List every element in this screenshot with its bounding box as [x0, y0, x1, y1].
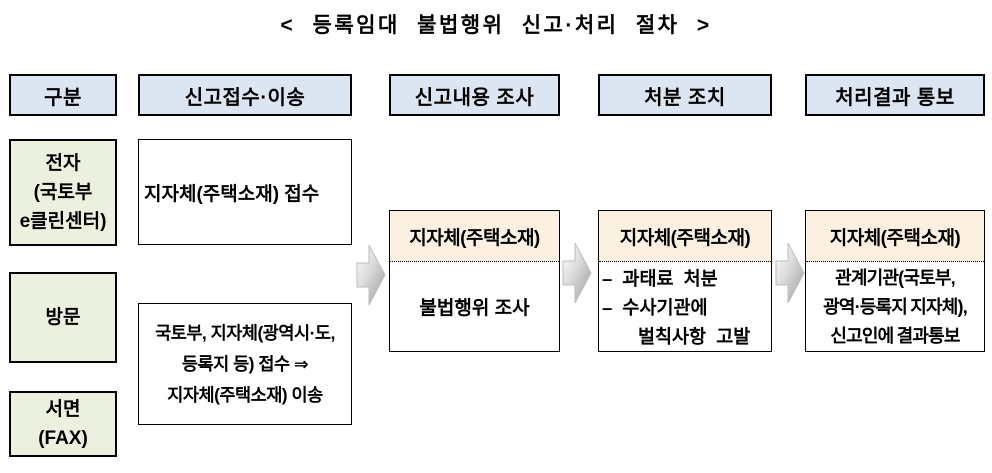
- agency-label: 지자체(주택소재): [619, 227, 751, 249]
- notification-agency: 지자체(주택소재): [806, 211, 984, 262]
- channel-line: (FAX): [38, 428, 88, 449]
- investigation-task: 불법행위 조사: [419, 298, 530, 319]
- disposition-box: 지자체(주택소재) – 과태료 처분 – 수사기관에 벌칙사항 고발: [598, 210, 772, 352]
- notification-box: 지자체(주택소재) 관계기관(국토부, 광역·등록지 지자체), 신고인에 결과…: [805, 210, 985, 352]
- notification-body: 관계기관(국토부, 광역·등록지 지자체), 신고인에 결과통보: [806, 262, 984, 353]
- column-header-label: 처리결과 통보: [835, 86, 955, 109]
- channel-electronic-box: 전자 (국토부 e클린센터): [9, 139, 117, 246]
- reception-transfer-line: 등록지 등) 접수 ⇒: [181, 353, 309, 374]
- disposition-body: – 과태료 처분 – 수사기관에 벌칙사항 고발: [599, 262, 771, 353]
- column-header-disposition: 처분 조치: [598, 74, 772, 116]
- flow-arrow-icon: [356, 242, 386, 308]
- column-header-label: 신고내용 조사: [414, 86, 535, 109]
- reception-transfer-box: 국토부, 지자체(광역시·도, 등록지 등) 접수 ⇒ 지자체(주택소재) 이송: [138, 303, 352, 425]
- channel-line: (국토부: [33, 182, 93, 203]
- disposition-line: 벌칙사항 고발: [638, 326, 751, 347]
- disposition-line: – 과태료 처분: [602, 268, 718, 289]
- channel-line: 전자: [45, 153, 81, 174]
- investigation-agency: 지자체(주택소재): [390, 211, 559, 262]
- flow-arrow-icon: [775, 240, 805, 306]
- column-header-label: 처분 조치: [644, 86, 726, 109]
- reception-transfer-line: 국토부, 지자체(광역시·도,: [155, 322, 335, 343]
- reception-transfer-line: 지자체(주택소재) 이송: [167, 384, 323, 405]
- flow-arrow-icon: [562, 240, 592, 306]
- channel-line: 방문: [45, 307, 81, 328]
- disposition-agency: 지자체(주택소재): [599, 211, 771, 262]
- investigation-body: 불법행위 조사: [390, 262, 559, 351]
- agency-label: 지자체(주택소재): [409, 227, 540, 249]
- notification-line: 광역·등록지 지자체),: [823, 297, 968, 317]
- column-header-label: 구분: [44, 86, 82, 109]
- column-header-notification: 처리결과 통보: [805, 74, 985, 116]
- column-header-gubun: 구분: [9, 74, 117, 116]
- channel-line: e클린센터): [19, 211, 107, 232]
- column-header-reception: 신고접수·이송: [138, 74, 352, 116]
- notification-line: 관계기관(국토부,: [835, 268, 956, 288]
- channel-line: 서면: [45, 399, 81, 420]
- channel-visit-box: 방문: [9, 272, 117, 363]
- diagram-title: < 등록임대 불법행위 신고·처리 절차 >: [280, 14, 712, 37]
- column-header-investigation: 신고내용 조사: [389, 74, 560, 116]
- reception-direct-text: 지자체(주택소재) 접수: [144, 183, 320, 205]
- disposition-line: – 수사기관에: [602, 297, 708, 318]
- column-header-label: 신고접수·이송: [184, 86, 306, 109]
- reception-direct-box: 지자체(주택소재) 접수: [138, 139, 352, 245]
- channel-written-box: 서면 (FAX): [9, 391, 117, 457]
- agency-label: 지자체(주택소재): [829, 227, 961, 249]
- notification-line: 신고인에 결과통보: [830, 326, 960, 346]
- investigation-box: 지자체(주택소재) 불법행위 조사: [389, 210, 560, 352]
